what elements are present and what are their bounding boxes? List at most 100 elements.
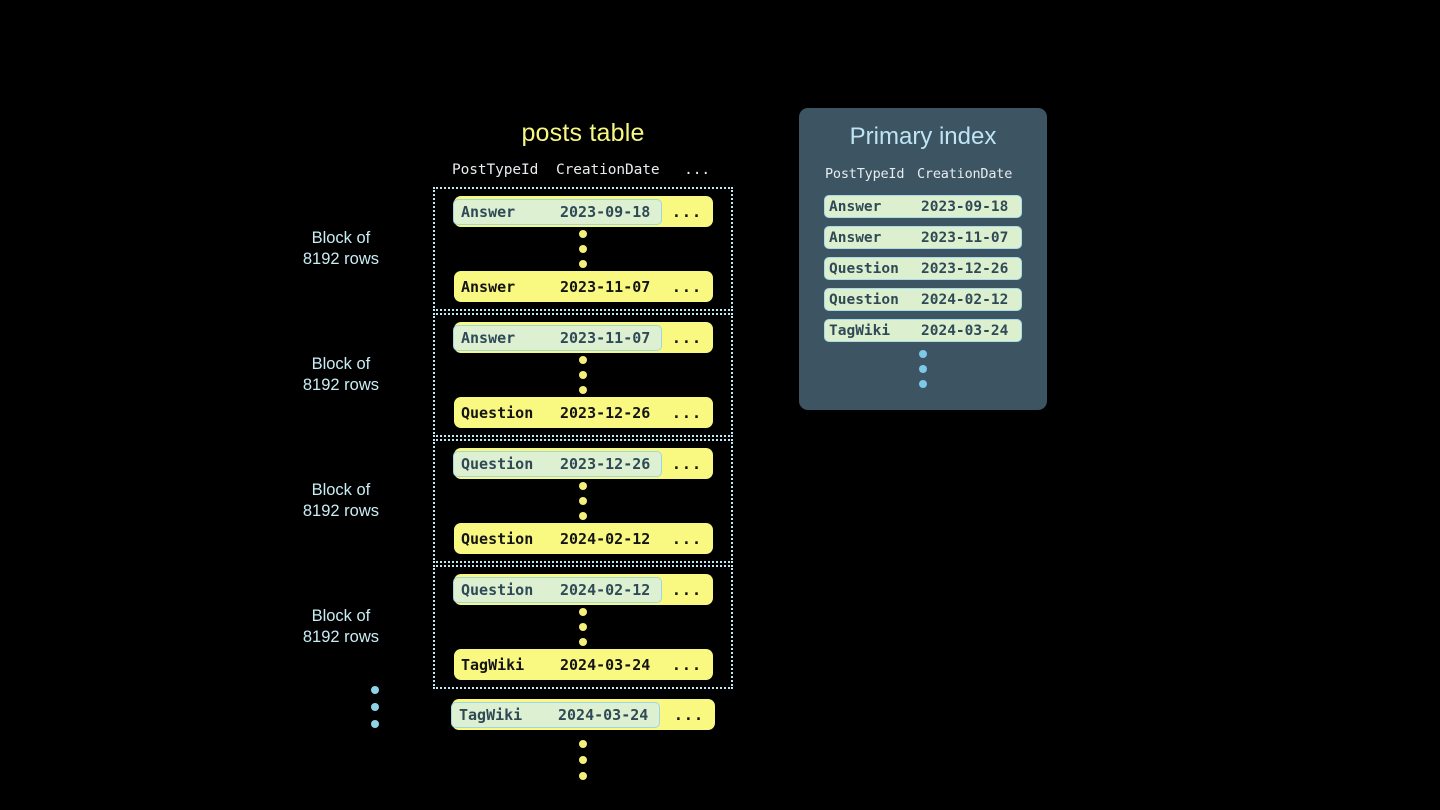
ellipsis-dot (579, 482, 587, 490)
cell-creation-date: 2023-12-26 (560, 403, 651, 422)
column-header-creation-date: CreationDate (556, 162, 660, 178)
cell-creation-date: 2024-02-12 (921, 291, 1009, 308)
table-row: TagWiki 2024-03-24 ... (451, 699, 715, 730)
posts-table-column-headers: PostTypeId CreationDate ... (433, 162, 733, 178)
cell-more: ... (671, 454, 702, 473)
posts-table-figure: posts table PostTypeId CreationDate ... … (303, 118, 733, 780)
cell-more: ... (671, 202, 702, 221)
blocks-trailing-ellipsis (371, 686, 379, 728)
block-label-line: Block of (311, 229, 371, 247)
table-row: Question 2023-12-26... (453, 448, 713, 479)
cell-creation-date: 2023-11-07 (560, 328, 651, 347)
cell-creation-date: 2024-03-24 (560, 655, 651, 674)
table-row: Question 2024-02-12... (453, 574, 713, 605)
posts-table-trailing-ellipsis (433, 740, 733, 780)
ellipsis-dot (579, 623, 587, 631)
cell-creation-date: 2024-03-24 (921, 322, 1009, 339)
ellipsis-dot (579, 512, 587, 520)
block-label: Block of 8192 rows (303, 228, 379, 270)
cell-post-type-id: Answer (829, 198, 882, 215)
ellipsis-dot (579, 356, 587, 364)
cell-post-type-id: Question (461, 454, 534, 473)
row-ellipsis (435, 227, 731, 271)
row-cells: Question 2024-02-12 (453, 576, 662, 603)
row-ellipsis (435, 605, 731, 649)
cell-post-type-id: Question (461, 403, 534, 422)
cell-creation-date: 2024-02-12 (560, 580, 651, 599)
block-label-line: Block of (311, 607, 371, 625)
cell-creation-date: 2023-09-18 (921, 198, 1009, 215)
cell-post-type-id: TagWiki (829, 322, 891, 339)
cell-more: ... (671, 403, 702, 422)
cell-post-type-id: Answer (461, 277, 516, 296)
cell-post-type-id: Question (461, 529, 534, 548)
ellipsis-dot (919, 350, 927, 358)
column-header-post-type-id: PostTypeId (452, 162, 539, 178)
ellipsis-dot (579, 371, 587, 379)
block-label-line: Block of (311, 355, 371, 373)
table-block: Block of 8192 rows Answer 2023-11-07... Ques… (303, 313, 733, 437)
row-cells: TagWiki 2024-03-24 (451, 701, 660, 728)
row-cells: TagWiki 2024-03-24 (454, 656, 661, 674)
primary-index-panel: Primary index PostTypeId CreationDate An… (799, 108, 1047, 410)
row-cells: Question 2023-12-26 (454, 404, 661, 422)
cell-post-type-id: Question (829, 260, 899, 277)
block-label-line: 8192 rows (302, 250, 379, 268)
block-label: Block of 8192 rows (303, 480, 379, 522)
cell-post-type-id: Answer (461, 328, 516, 347)
cell-post-type-id: Answer (461, 202, 516, 221)
table-row: Answer 2023-11-07... (453, 322, 713, 353)
cell-more: ... (671, 580, 702, 599)
table-row: TagWiki 2024-03-24... (454, 649, 713, 680)
cell-post-type-id: Answer (829, 229, 882, 246)
row-ellipsis (435, 353, 731, 397)
primary-index-title: Primary index (849, 123, 997, 150)
ellipsis-dot (579, 230, 587, 238)
cell-more: ... (673, 705, 704, 724)
cell-more: ... (671, 529, 702, 548)
cell-creation-date: 2024-03-24 (558, 705, 649, 724)
cell-creation-date: 2023-11-07 (560, 277, 651, 296)
block-label-line: 8192 rows (302, 502, 379, 520)
ellipsis-dot (579, 386, 587, 394)
cell-creation-date: 2023-12-26 (560, 454, 651, 473)
column-header-creation-date: CreationDate (917, 166, 1013, 182)
cell-post-type-id: TagWiki (461, 655, 525, 674)
primary-index-trailing-ellipsis (799, 350, 1047, 388)
cell-creation-date: 2024-02-12 (560, 529, 651, 548)
cell-creation-date: 2023-11-07 (921, 229, 1009, 246)
cell-post-type-id: TagWiki (459, 705, 523, 724)
ellipsis-dot (579, 772, 587, 780)
ellipsis-dot (919, 380, 927, 388)
index-row: TagWiki 2024-03-24 (824, 319, 1022, 342)
ellipsis-dot (579, 245, 587, 253)
ellipsis-dot (371, 686, 379, 694)
column-header-post-type-id: PostTypeId (825, 166, 905, 182)
cell-post-type-id: Question (461, 580, 534, 599)
tail-row-wrapper: TagWiki 2024-03-24 ... (433, 699, 733, 730)
column-header-more: ... (684, 162, 710, 178)
index-row: Answer 2023-11-07 (824, 226, 1022, 249)
ellipsis-dot (579, 497, 587, 505)
row-cells: Question 2024-02-12 (454, 530, 661, 548)
row-ellipsis (435, 479, 731, 523)
row-cells: Answer 2023-11-07 (454, 278, 661, 296)
block-label-line: 8192 rows (302, 376, 379, 394)
block-label-line: Block of (311, 481, 371, 499)
cell-more: ... (671, 655, 702, 674)
cell-more: ... (671, 328, 702, 347)
block-label: Block of 8192 rows (303, 354, 379, 396)
primary-index-column-headers: PostTypeId CreationDate (799, 166, 1047, 182)
posts-table-title: posts table (521, 119, 645, 147)
ellipsis-dot (371, 720, 379, 728)
